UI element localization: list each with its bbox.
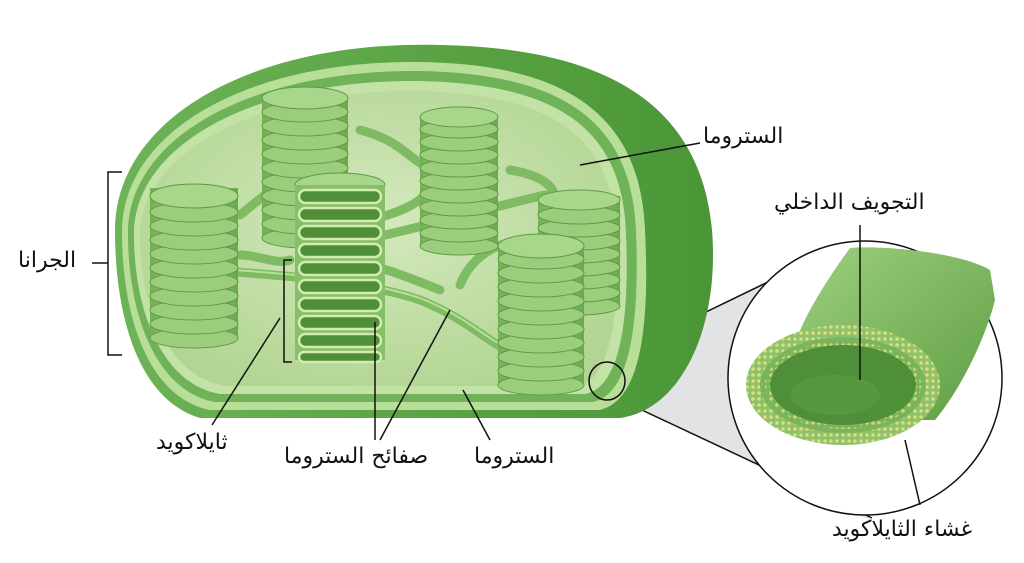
label-stroma-bottom: الستروما [474, 444, 555, 469]
granum-left [149, 183, 239, 349]
label-stroma-lamellae: صفائح الستروما [284, 444, 429, 469]
label-stroma-top: الستروما [703, 124, 784, 149]
granum-front-right [497, 233, 585, 396]
label-thylakoid-lumen: التجويف الداخلي [774, 190, 925, 215]
inset-marker [588, 361, 626, 401]
thylakoid-inset [727, 240, 1003, 516]
granum-cutaway [294, 172, 386, 364]
granum-back-right [419, 106, 499, 256]
label-grana: الجرانا [18, 248, 77, 273]
leader-lines [92, 142, 921, 506]
label-thylakoid-membrane: غشاء الثايلاكويد [832, 517, 973, 542]
label-thylakoid: ثايلاكويد [156, 430, 228, 455]
